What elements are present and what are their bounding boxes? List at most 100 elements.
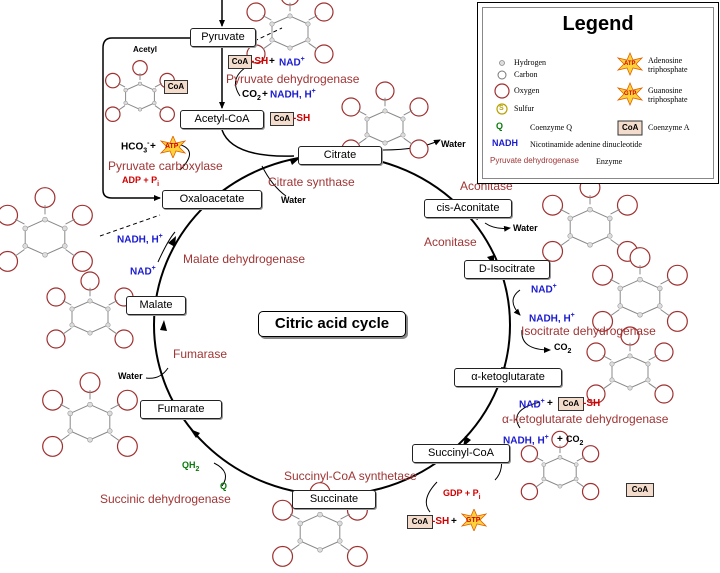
water-label: Water <box>118 371 143 381</box>
oxygen-atom <box>46 287 66 307</box>
legend-carbon: Carbon <box>514 70 538 79</box>
carbon-atom <box>337 520 343 527</box>
carbon-ring <box>24 219 66 256</box>
plus-label: + <box>557 434 563 445</box>
oxygen-atom <box>105 72 121 89</box>
sulfur-icon <box>496 103 508 115</box>
bond <box>308 15 318 21</box>
water-label: Water <box>281 195 306 205</box>
cycle-arrow <box>168 236 176 247</box>
gdp-label: GDP + Pi <box>443 488 481 501</box>
carbon-ring <box>69 404 111 441</box>
carbon-atom <box>62 225 68 232</box>
co2-label: CO2 <box>566 434 584 447</box>
legend-gtp-symbol: GTP <box>624 91 637 97</box>
enzyme-succinic-dehydrogenase: Succinic dehydrogenase <box>100 492 231 506</box>
carbon-atom <box>287 13 293 19</box>
carbon-atom <box>645 377 651 383</box>
carbon-atom <box>69 322 75 328</box>
oxygen-atom <box>42 435 64 457</box>
oxygen-atom <box>341 97 361 117</box>
bond <box>262 15 272 21</box>
carbon-atom <box>67 428 73 434</box>
nadh-label: NADH, H+ <box>270 88 316 101</box>
oxygen-atom <box>71 250 93 272</box>
bond <box>535 456 544 462</box>
plus-label: + <box>451 516 457 527</box>
sh-label: -SH <box>432 516 450 527</box>
bond <box>289 544 300 552</box>
legend-atp-text2: triphosphate <box>648 65 688 74</box>
bond <box>62 327 72 335</box>
oxygen-atom <box>616 194 638 216</box>
enzyme-malate-dehydrogenase: Malate dehydrogenase <box>183 252 306 266</box>
adp-label: ADP + Pi <box>122 175 160 188</box>
carbon-atom <box>382 108 388 114</box>
oxygen-atom <box>132 60 148 76</box>
carbon-icon <box>497 70 507 80</box>
oxygen-atom <box>592 310 614 332</box>
bond <box>610 239 621 247</box>
coa-swatch <box>617 120 643 136</box>
gtp-star-icon <box>616 81 644 107</box>
diagram-title: Citric acid cycle <box>258 311 406 337</box>
oxygen-atom <box>314 2 334 22</box>
compound-succinyl-coa: Succinyl-CoA <box>412 444 510 463</box>
nad-label: NAD+ <box>531 283 557 296</box>
enzyme-pyruvate-dehydrogenase: Pyruvate dehydrogenase <box>226 72 360 86</box>
carbon-atom <box>305 21 311 27</box>
carbon-atom <box>42 216 48 223</box>
oxygen-atom <box>246 2 266 22</box>
bond <box>559 239 570 247</box>
carbon-atom <box>297 520 303 527</box>
atp-star-icon <box>616 51 644 77</box>
carbon-atom <box>557 455 563 460</box>
bond <box>62 300 72 306</box>
legend-coa-text: Coenzyme A <box>648 123 690 132</box>
oxygen-atom <box>114 329 134 349</box>
carbon-atom <box>609 361 615 367</box>
bond <box>340 544 351 552</box>
bond <box>602 355 612 361</box>
carbon-atom <box>609 377 615 383</box>
bond <box>262 42 272 50</box>
oxygen-atom <box>116 435 138 457</box>
carbon-atom <box>22 243 28 249</box>
legend-hydrogen: Hydrogen <box>514 58 546 67</box>
bond <box>110 434 121 442</box>
legend-enzyme-sample: Pyruvate dehydrogenase <box>490 156 579 165</box>
legend-sulfur-symbol: S <box>499 105 504 112</box>
carbon-atom <box>317 511 323 518</box>
atp-star-icon <box>160 136 186 158</box>
bond <box>110 403 121 410</box>
bond <box>65 218 76 225</box>
coa-box: CoA <box>407 515 433 529</box>
legend-nadh-text: Nicotinamide adenine dinucleotide <box>530 140 642 149</box>
carbon-ring <box>125 83 155 110</box>
oxygen-atom <box>666 310 688 332</box>
carbon-atom <box>400 116 406 122</box>
bond <box>59 434 70 442</box>
carbon-atom <box>107 410 113 417</box>
carbon-atom <box>22 225 28 232</box>
enzyme-akg-dehydrogenase: α-ketoglutarate dehydrogenase <box>502 412 669 426</box>
bond <box>576 481 585 488</box>
oxygen-atom <box>629 247 651 269</box>
nad-label: NAD+ <box>279 56 305 69</box>
oxygen-atom <box>666 264 688 286</box>
coa-box: CoA <box>164 80 188 94</box>
legend-gtp-text2: triphosphate <box>648 95 688 104</box>
legend-atp-text1: Adenosine <box>648 56 683 65</box>
bond <box>648 355 658 361</box>
oxygen-atom <box>654 384 674 404</box>
bond <box>602 382 612 390</box>
bond <box>14 218 25 225</box>
gtp-star-icon <box>461 509 487 531</box>
compound-malate: Malate <box>126 296 186 315</box>
oxygen-atom <box>46 329 66 349</box>
oxygen-atom <box>34 187 56 209</box>
carbon-ring <box>299 514 341 551</box>
legend-symbols <box>494 51 644 136</box>
carbon-atom <box>617 303 623 309</box>
bond <box>403 137 413 145</box>
